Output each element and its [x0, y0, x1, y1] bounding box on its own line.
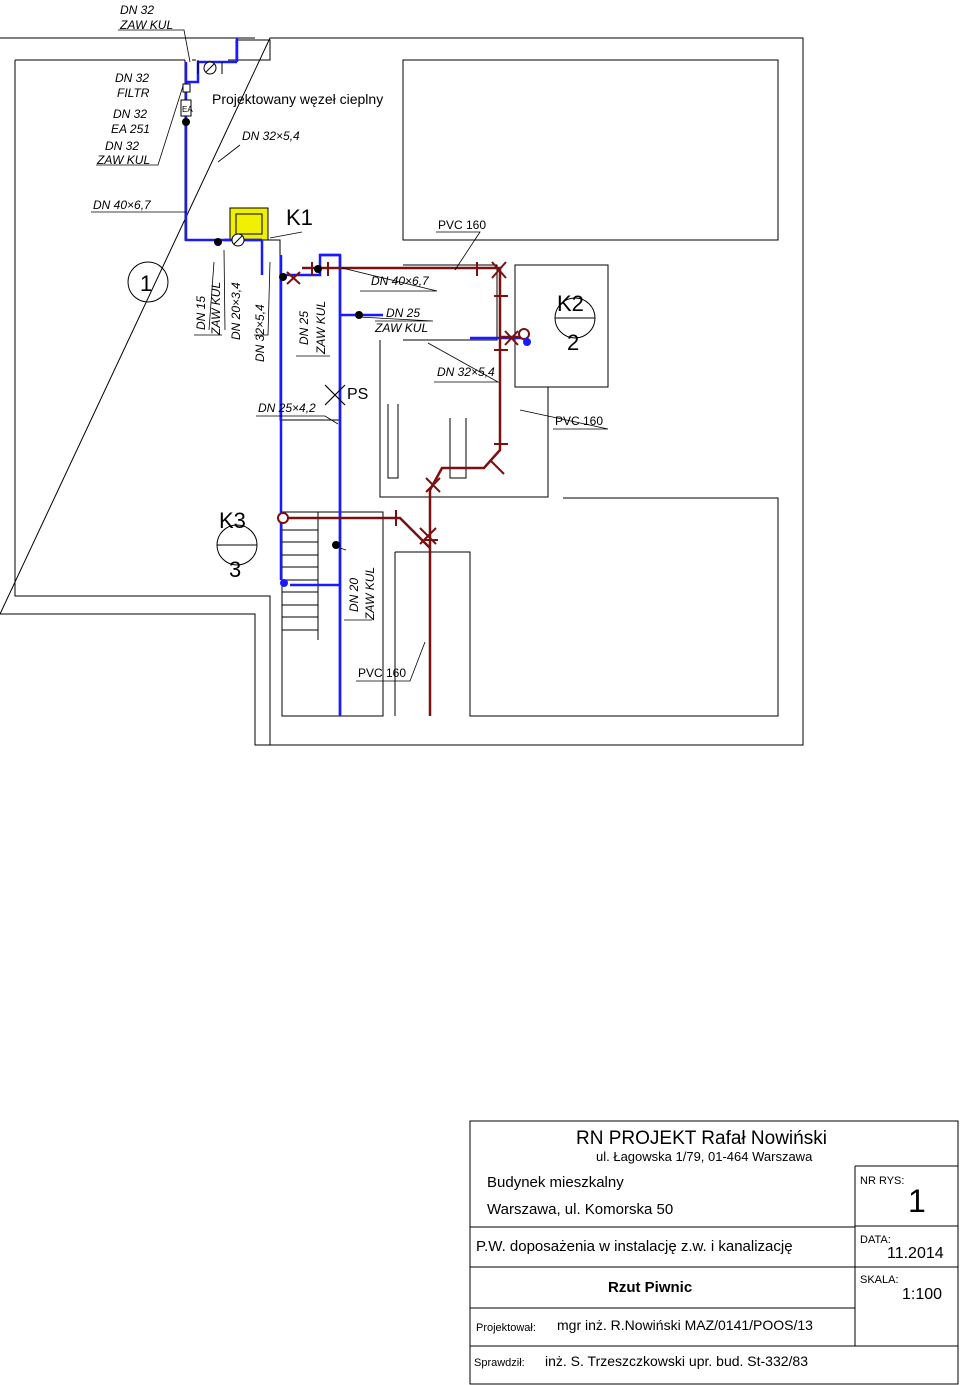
label-zaw-mid: ZAW KUL — [374, 321, 428, 335]
title-block — [469, 1120, 959, 1385]
label-v-zaw2: ZAW KUL — [314, 301, 328, 355]
label-k1: K1 — [286, 205, 313, 230]
label-ea-box: EA — [182, 105, 193, 114]
tb-date-label: DATA: — [860, 1234, 891, 1246]
tb-date-value: 11.2014 — [887, 1245, 944, 1262]
label-left-zaw: ZAW KUL — [96, 153, 150, 167]
tb-checked-label: Sprawdził: — [474, 1357, 525, 1369]
tb-address: ul. Łagowska 1/79, 01-464 Warszawa — [596, 1149, 813, 1164]
label-v-dn25: DN 25 — [297, 311, 311, 345]
tb-nr-value: 1 — [908, 1183, 926, 1219]
label-pvc-top: PVC 160 — [438, 218, 486, 232]
label-v-dn32: DN 32×5,4 — [253, 304, 267, 362]
ps-cross-symbol — [324, 384, 346, 406]
tb-scale-label: SKALA: — [860, 1274, 899, 1286]
label-left-filtr: FILTR — [117, 86, 150, 100]
label-v-dn15: DN 15 — [194, 296, 208, 330]
tb-drawing: Rzut Piwnic — [608, 1279, 692, 1296]
label-dn40-mid: DN 40×6,7 — [371, 274, 430, 288]
tb-location: Warszawa, ul. Komorska 50 — [487, 1201, 673, 1218]
svg-text:K2: K2 — [557, 291, 584, 316]
label-ps: PS — [347, 386, 368, 403]
label-dn25-42: DN 25×4,2 — [258, 401, 316, 415]
room-2-marker: K2 2 — [554, 291, 596, 355]
label-v-dn20: DN 20×3,4 — [229, 282, 243, 340]
label-dn25-mid: DN 25 — [386, 306, 420, 320]
label-dn32-mid: DN 32×5,4 — [437, 365, 495, 379]
label-pvc-right: PVC 160 — [555, 414, 603, 428]
tb-building: Budynek mieszkalny — [487, 1174, 624, 1191]
water-pipes — [184, 38, 527, 716]
tb-scale-value: 1:100 — [902, 1286, 942, 1303]
label-dn40-left: DN 40×6,7 — [93, 198, 152, 212]
label-top-zaw: ZAW KUL — [119, 18, 173, 32]
sewer-fittings — [286, 261, 519, 545]
label-left-dn32b: DN 32 — [113, 107, 147, 121]
water-meter-symbols — [180, 60, 245, 247]
label-pvc-bottom: PVC 160 — [358, 666, 406, 680]
stairs — [281, 512, 319, 640]
water-valves — [182, 118, 531, 587]
label-left-ea251: EA 251 — [111, 122, 150, 136]
leader-lines — [91, 29, 609, 682]
tb-project: P.W. doposażenia w instalację z.w. i kan… — [476, 1238, 793, 1255]
cleanout-circles — [277, 328, 530, 524]
building-walls — [0, 37, 804, 746]
label-v-dn20b: DN 20 — [347, 578, 361, 612]
room-1-marker: 1 — [127, 261, 169, 303]
label-top-dn32: DN 32 — [120, 3, 154, 17]
tb-nr-label: NR RYS: — [860, 1175, 904, 1187]
tb-designed-label: Projektował: — [476, 1322, 536, 1334]
svg-text:1: 1 — [140, 271, 152, 296]
svg-text:3: 3 — [229, 557, 241, 582]
label-left-dn32a: DN 32 — [115, 71, 149, 85]
label-wezel: Projektowany węzeł cieplny — [212, 91, 383, 107]
tb-company: RN PROJEKT Rafał Nowiński — [576, 1128, 827, 1149]
svg-text:K3: K3 — [219, 508, 246, 533]
svg-text:2: 2 — [567, 330, 579, 355]
tb-checker: inż. S. Trzeszczkowski upr. bud. St-332/… — [545, 1353, 808, 1369]
room-3-marker: K3 3 — [216, 508, 258, 582]
label-v-zaw3: ZAW KUL — [363, 567, 377, 621]
label-dn32-top: DN 32×5,4 — [242, 129, 300, 143]
tb-designer: mgr inż. R.Nowiński MAZ/0141/POOS/13 — [557, 1317, 813, 1333]
label-left-dn32c: DN 32 — [105, 139, 139, 153]
label-v-zaw1: ZAW KUL — [209, 282, 223, 336]
